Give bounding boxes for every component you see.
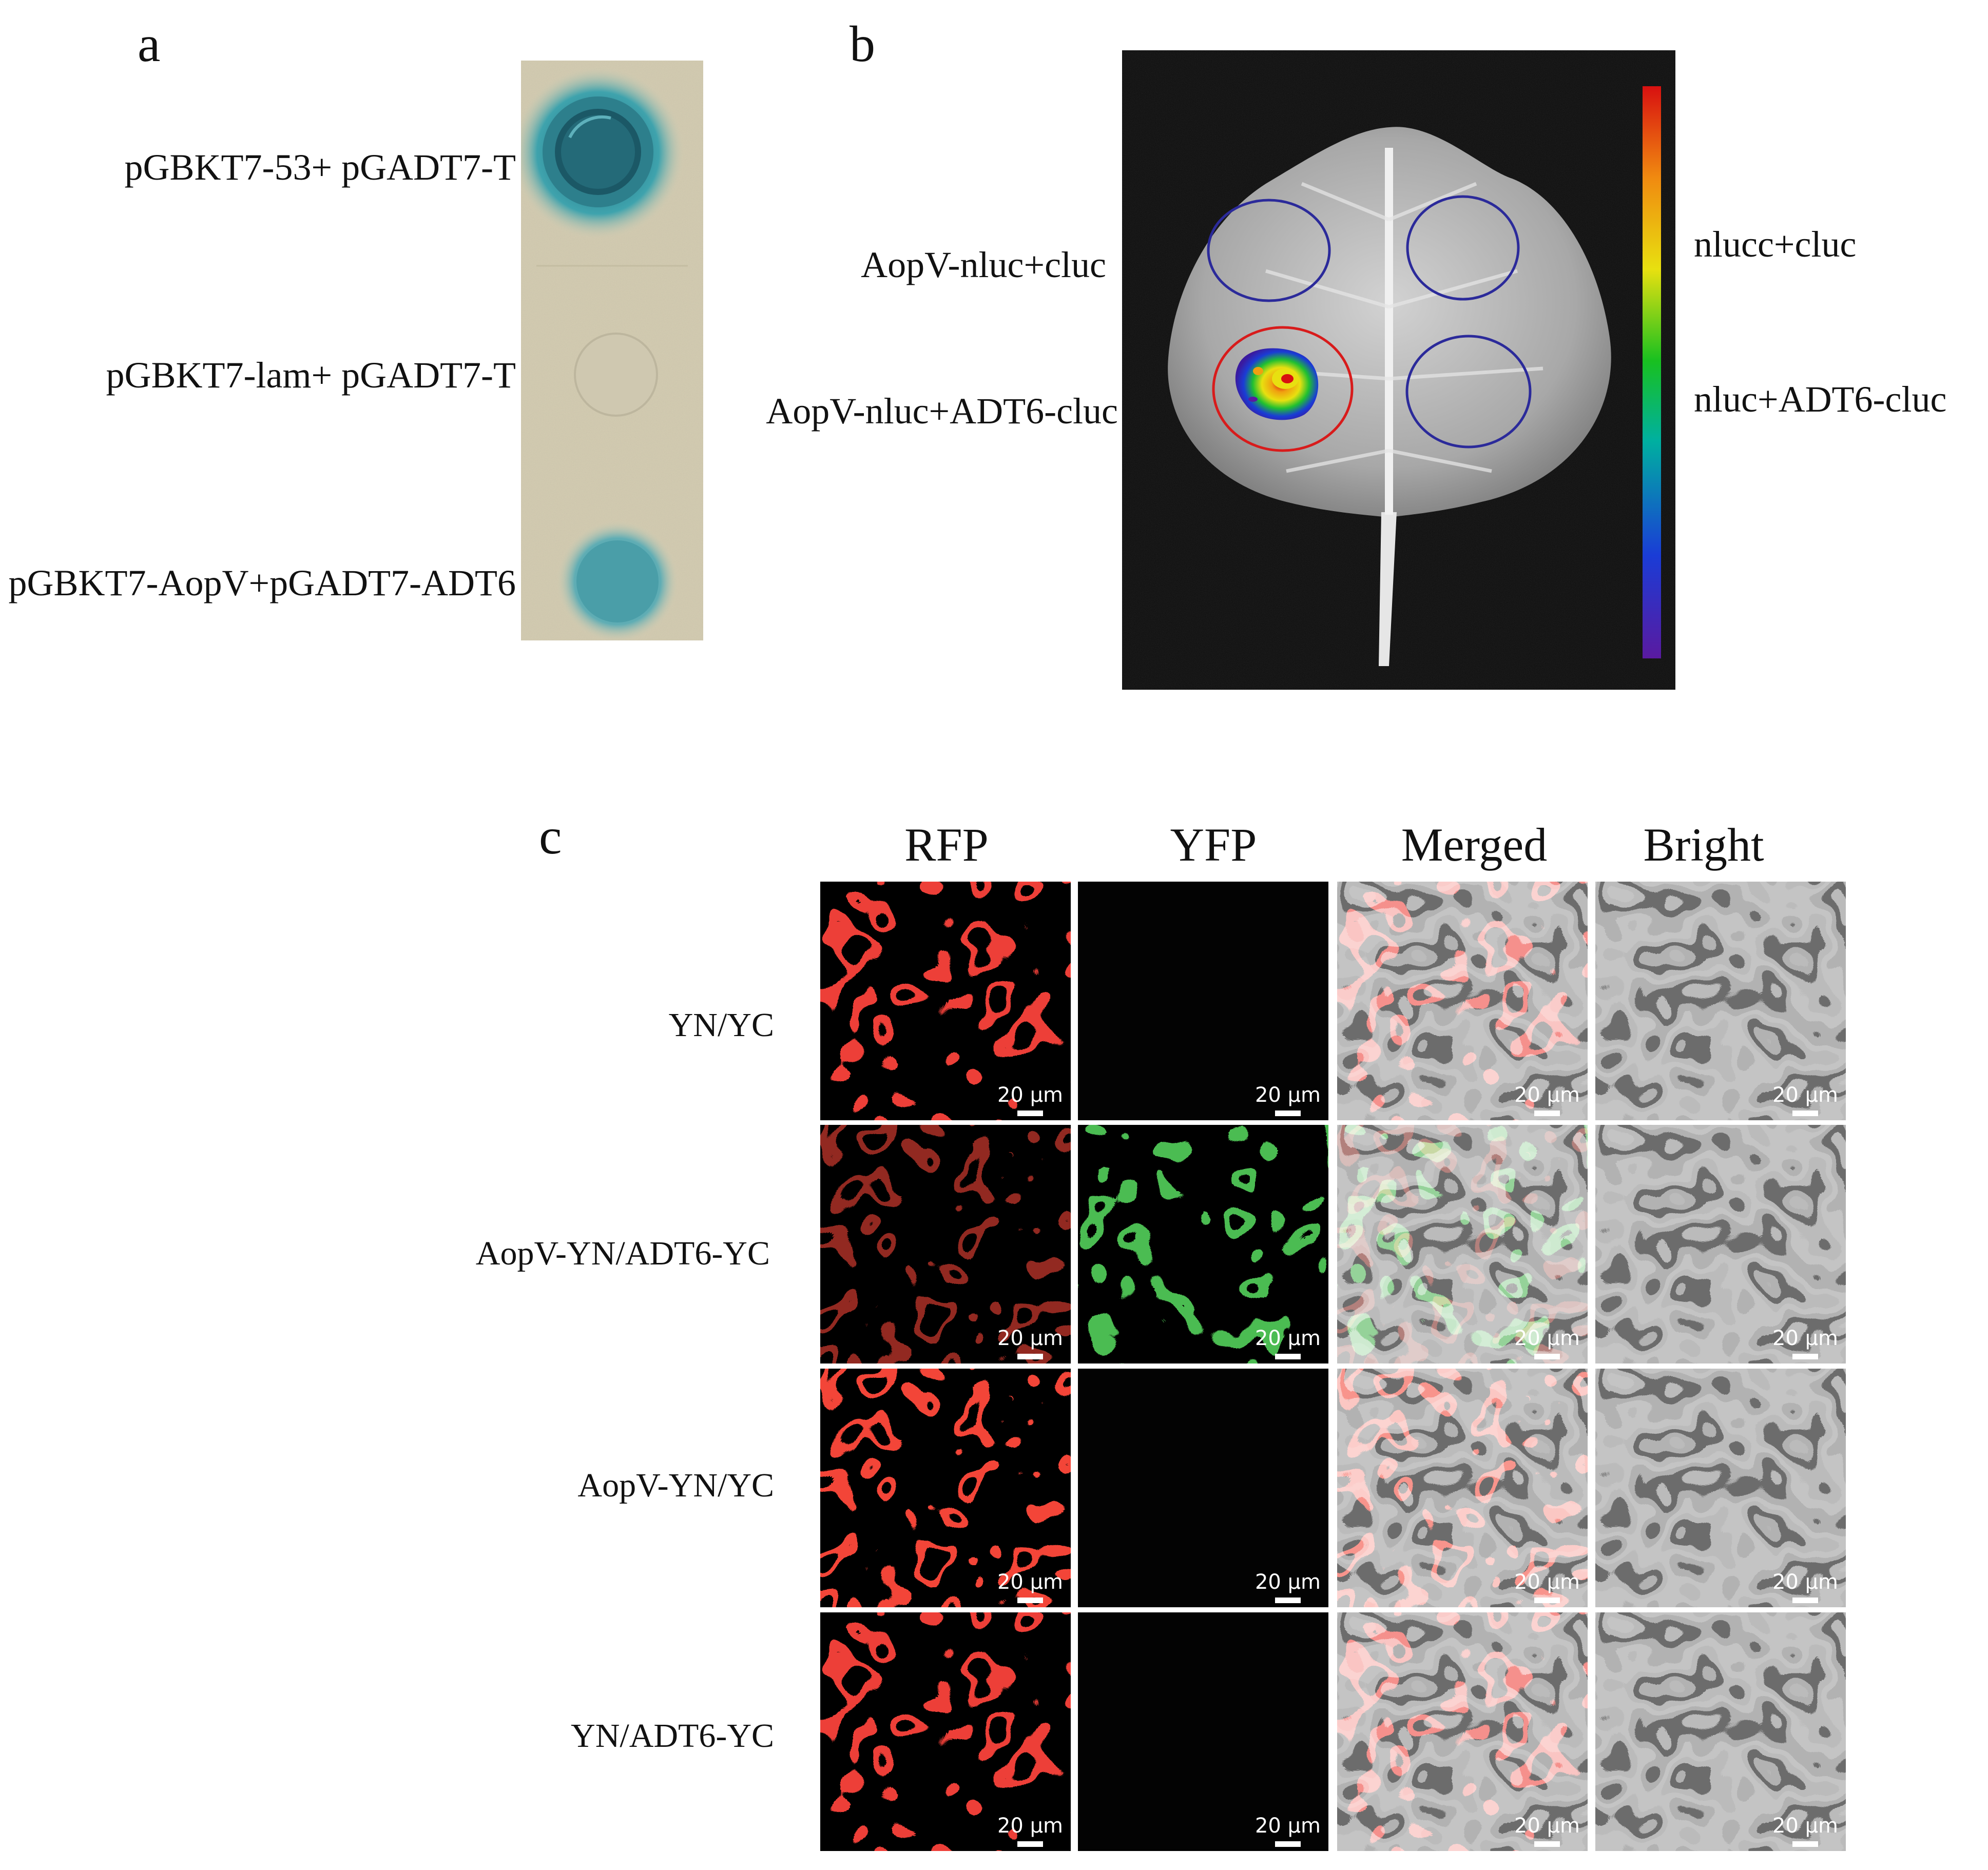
panel-b-right-label-1: nlucc+cluc — [1694, 224, 1857, 265]
row-label-aopv-yn-yc: AopV-YN/YC — [577, 1467, 774, 1504]
scale-bar — [1792, 1111, 1818, 1116]
micrograph-row2-merged: 20 µm — [1337, 1125, 1588, 1363]
roi-aopv-nluc-cluc — [1207, 199, 1331, 302]
scale-bar-label: 20 µm — [1254, 1814, 1321, 1838]
scale-bar-label: 20 µm — [1772, 1327, 1839, 1350]
panel-c-letter: c — [539, 808, 562, 865]
scale-bar-label: 20 µm — [1514, 1083, 1580, 1107]
luciferase-leaf-image — [1122, 50, 1675, 690]
column-header-yfp: YFP — [1170, 819, 1257, 871]
scale-bar — [1534, 1598, 1560, 1603]
scale-bar-label: 20 µm — [1254, 1327, 1321, 1350]
panel-a-label-2: pGBKT7-lam+ pGADT7-T — [106, 355, 516, 396]
panel-b-left-label-2: AopV-nluc+ADT6-cluc — [766, 391, 1118, 432]
scale-bar — [1275, 1354, 1301, 1359]
scale-bar — [1017, 1841, 1043, 1847]
micrograph-row4-yfp: 20 µm — [1078, 1612, 1328, 1851]
scale-bar-label: 20 µm — [1514, 1814, 1580, 1838]
scale-bar — [1792, 1841, 1818, 1847]
micrograph-row3-yfp: 20 µm — [1078, 1369, 1328, 1607]
scale-bar — [1534, 1841, 1560, 1847]
micrograph-row3-rfp: 20 µm — [820, 1369, 1071, 1607]
panel-a-label-3: pGBKT7-AopV+pGADT7-ADT6 — [8, 562, 516, 603]
scale-bar-label: 20 µm — [997, 1327, 1064, 1350]
scale-bar — [1275, 1111, 1301, 1116]
luminescence-color-scale — [1643, 86, 1661, 658]
row-label-yn-adt6-yc: YN/ADT6-YC — [571, 1717, 774, 1755]
scale-bar-label: 20 µm — [997, 1083, 1064, 1107]
row-label-yn-yc: YN/YC — [668, 1006, 774, 1044]
scale-bar — [1534, 1354, 1560, 1359]
scale-bar-label: 20 µm — [1514, 1570, 1580, 1594]
column-header-merged: Merged — [1401, 819, 1548, 871]
micrograph-row4-bright: 20 µm — [1595, 1612, 1846, 1851]
scale-bar-label: 20 µm — [997, 1570, 1064, 1594]
scale-bar-label: 20 µm — [1254, 1083, 1321, 1107]
column-header-bright: Bright — [1643, 819, 1764, 871]
micrograph-row3-bright: 20 µm — [1595, 1369, 1846, 1607]
scale-bar-label: 20 µm — [1514, 1327, 1580, 1350]
micrograph-row2-yfp: 20 µm — [1078, 1125, 1328, 1363]
panel-b-left-label-1: AopV-nluc+cluc — [861, 244, 1106, 285]
micrograph-row1-merged: 20 µm — [1337, 882, 1588, 1120]
micrograph-row1-yfp: 20 µm — [1078, 882, 1328, 1120]
panel-a-label-1: pGBKT7-53+ pGADT7-T — [124, 147, 516, 188]
scale-bar — [1534, 1111, 1560, 1116]
scale-bar-label: 20 µm — [1772, 1083, 1839, 1107]
roi-nluc-cluc — [1406, 195, 1520, 301]
scale-bar-label: 20 µm — [1772, 1814, 1839, 1838]
yeast-plate-image — [521, 61, 703, 640]
micrograph-row4-rfp: 20 µm — [820, 1612, 1071, 1851]
scale-bar — [1275, 1841, 1301, 1847]
panel-b-letter: b — [850, 15, 875, 72]
micrograph-row2-rfp: 20 µm — [820, 1125, 1071, 1363]
scale-bar-label: 20 µm — [1254, 1570, 1321, 1594]
scale-bar — [1792, 1598, 1818, 1603]
micrograph-row2-bright: 20 µm — [1595, 1125, 1846, 1363]
roi-aopv-nluc-adt6-cluc — [1212, 326, 1354, 452]
panel-b-right-label-2: nluc+ADT6-cluc — [1694, 379, 1947, 420]
micrograph-row3-merged: 20 µm — [1337, 1369, 1588, 1607]
panel-a-letter: a — [138, 15, 161, 72]
micrograph-row1-bright: 20 µm — [1595, 882, 1846, 1120]
scale-bar-label: 20 µm — [997, 1814, 1064, 1838]
column-header-rfp: RFP — [904, 819, 989, 871]
yeast-spot-negative — [575, 334, 657, 416]
micrograph-row1-rfp: 20 µm — [820, 882, 1071, 1120]
micrograph-row4-merged: 20 µm — [1337, 1612, 1588, 1851]
scale-bar — [1275, 1598, 1301, 1603]
scale-bar-label: 20 µm — [1772, 1570, 1839, 1594]
scale-bar — [1017, 1598, 1043, 1603]
row-label-aopv-yn-adt6-yc: AopV-YN/ADT6-YC — [475, 1235, 770, 1272]
roi-nluc-adt6-cluc — [1405, 335, 1532, 449]
scale-bar — [1792, 1354, 1818, 1359]
scale-bar — [1017, 1354, 1043, 1359]
scale-bar — [1017, 1111, 1043, 1116]
